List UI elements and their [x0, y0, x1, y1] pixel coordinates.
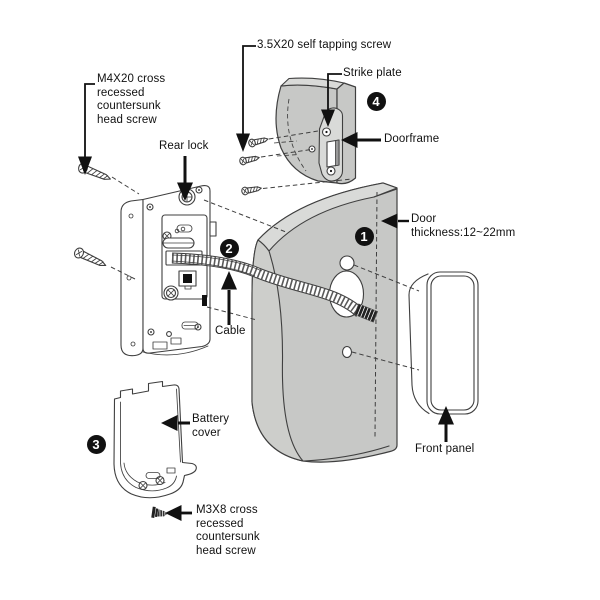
cable-end-connector — [354, 303, 378, 323]
leader-arrows — [78, 45, 454, 521]
door-keyhole-top — [339, 255, 355, 271]
strike-plate-part — [318, 107, 344, 182]
front-panel-part — [408, 271, 479, 415]
rear-lock-part — [120, 185, 217, 357]
step-1-badge: 1 — [354, 226, 374, 246]
step-4-badge: 4 — [366, 91, 386, 111]
label-cable: Cable — [215, 325, 246, 337]
door-cable-hole — [341, 345, 353, 359]
label-doorframe: Doorframe — [384, 133, 440, 145]
panel-align-dash-bottom — [351, 351, 420, 371]
m3x8-screw-icon — [151, 506, 167, 518]
latch-bolt — [209, 221, 217, 237]
label-m3x8-screw: M3X8 cross recessed countersunk head scr… — [196, 504, 260, 557]
step-2-badge: 2 — [219, 238, 239, 258]
battery-cover-part — [113, 380, 197, 499]
label-rear-lock: Rear lock — [159, 140, 209, 152]
self-tapping-screws — [238, 130, 353, 196]
label-battery-cover: Battery cover — [192, 413, 230, 439]
panel-align-dash-top — [353, 264, 420, 292]
step-3-badge: 3 — [86, 434, 106, 454]
label-front-panel: Front panel — [415, 443, 475, 455]
label-door-thickness: Door thickness:12~22mm — [411, 213, 516, 239]
label-strike-plate: Strike plate — [343, 67, 402, 79]
alignment-dash-bottom — [206, 306, 258, 321]
label-m4x20-screw: M4X20 cross recessed countersunk head sc… — [97, 73, 166, 126]
lock-connector-port — [202, 295, 207, 306]
label-self-tapping-screw: 3.5X20 self tapping screw — [257, 39, 392, 51]
cable-ribbon — [171, 252, 378, 323]
m4x20-screws — [72, 161, 140, 280]
door-part — [251, 182, 398, 463]
doorframe-part — [273, 77, 357, 185]
